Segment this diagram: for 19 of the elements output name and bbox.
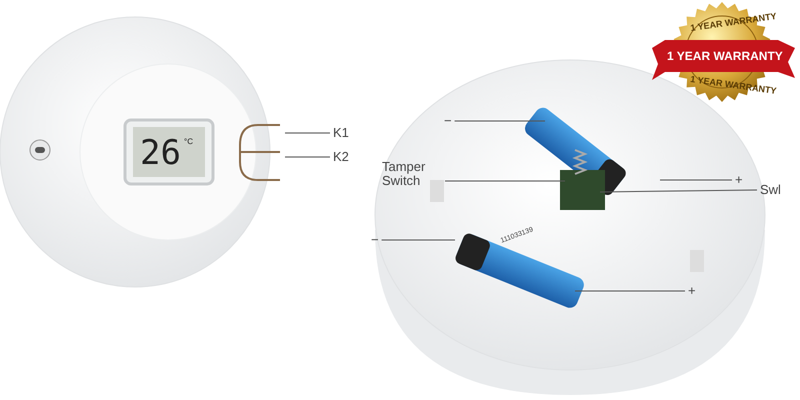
seal-text: 1 YEAR WARRANTY xyxy=(690,74,778,96)
unit-label: °C xyxy=(184,137,193,146)
temperature-reading: 26 xyxy=(140,133,181,173)
seal-text: 1 YEAR WARRANTY xyxy=(690,11,778,33)
leader-line xyxy=(284,132,330,134)
leader-line xyxy=(600,190,758,192)
callout-label: K2 xyxy=(333,150,349,164)
leader-line xyxy=(454,120,546,122)
leader-line xyxy=(284,156,330,158)
callout-label: + xyxy=(735,173,743,187)
callout-label: − xyxy=(444,114,452,128)
callout-label: − xyxy=(371,233,379,247)
seal-ribbon-text: 1 YEAR WARRANTY xyxy=(667,49,783,63)
callout-label: Tamper Switch xyxy=(382,160,442,188)
leader-line xyxy=(574,290,686,292)
leader-line xyxy=(444,180,566,182)
callout-label: K1 xyxy=(333,126,349,140)
callout-label: Swl xyxy=(760,183,781,197)
callout-label: + xyxy=(688,284,696,298)
